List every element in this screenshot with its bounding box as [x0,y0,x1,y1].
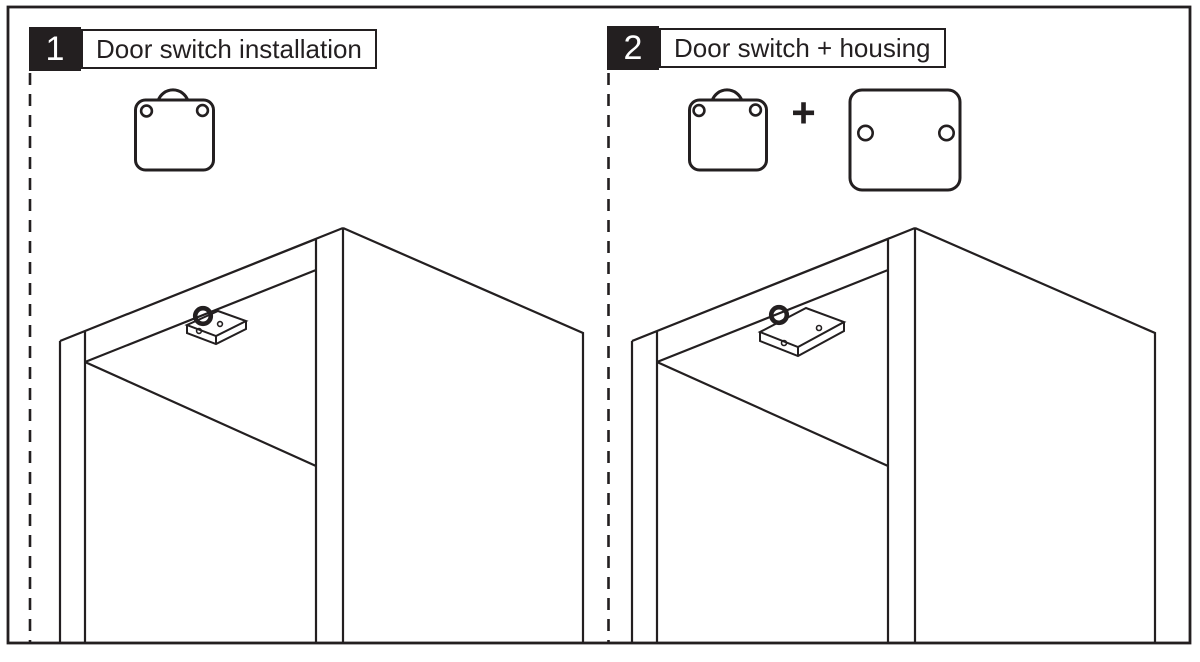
mounted-switch-housing-drawing [757,304,847,358]
step-title-2: Door switch + housing [659,28,946,68]
step-title-1: Door switch installation [81,29,377,69]
switch-side-faces [186,321,247,346]
switch-screw-hole [195,327,203,335]
step-number-badge-2: 2 [607,26,659,70]
mounted-door-switch-drawing [184,305,249,346]
door-switch-icon-2 [688,88,768,172]
plus-icon: + [791,89,816,136]
cabinet-drawing-step1 [58,226,585,643]
step-header-1: 1 Door switch installation [29,27,377,71]
cabinet-outline [58,226,585,643]
switch-screw-hole-left [692,103,706,118]
switch-plunger-arc [156,88,190,102]
cabinet-outline [630,226,1157,643]
step-number-badge-1: 1 [29,27,81,71]
housing-icon [848,88,962,192]
switch-body [134,98,215,172]
switch-screw-hole-left [139,104,154,118]
switch-body [688,98,768,172]
housing-screw-hole-left [856,124,874,142]
step-header-2: 2 Door switch + housing [607,26,946,70]
switch-plunger-arc [710,88,744,102]
switch-roller [192,305,214,327]
outer-frame-border [6,5,1192,645]
switch-screw-hole-right [748,103,763,117]
housing-side-faces [759,322,845,358]
cabinet-drawing-step2 [630,226,1157,643]
housing-screw-hole-right [937,124,955,142]
switch-screw-hole [216,320,224,328]
housing-body [848,88,962,192]
housing-screw-hole [780,339,788,347]
door-switch-icon [134,88,215,172]
switch-screw-hole-right [195,103,210,118]
housing-screw-hole [815,324,823,332]
switch-roller [768,304,790,326]
